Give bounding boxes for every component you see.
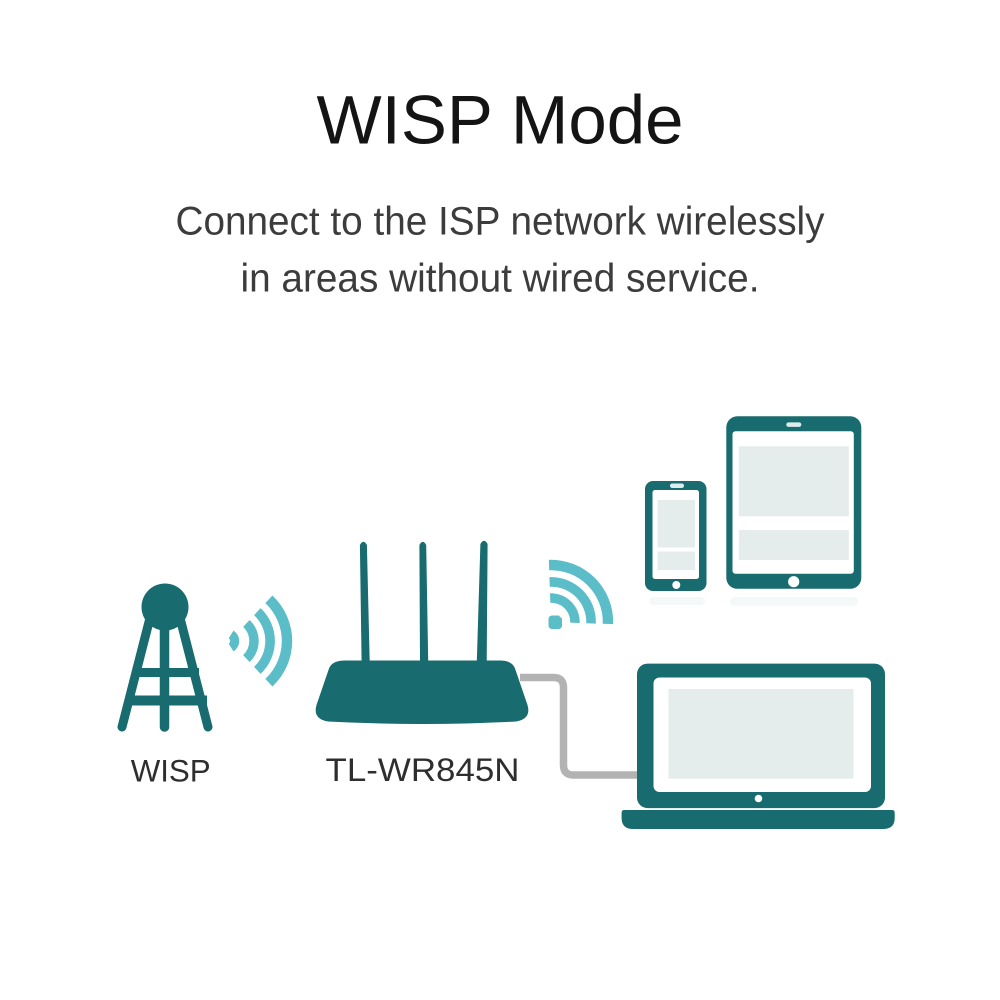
svg-text:TL-WR845N: TL-WR845N <box>326 752 520 788</box>
svg-text:WISP: WISP <box>131 753 211 789</box>
svg-text:in areas without wired service: in areas without wired service. <box>241 257 760 301</box>
svg-text:Connect to the ISP network wir: Connect to the ISP network wirelessly <box>176 200 825 244</box>
svg-text:WISP Mode: WISP Mode <box>317 82 684 159</box>
